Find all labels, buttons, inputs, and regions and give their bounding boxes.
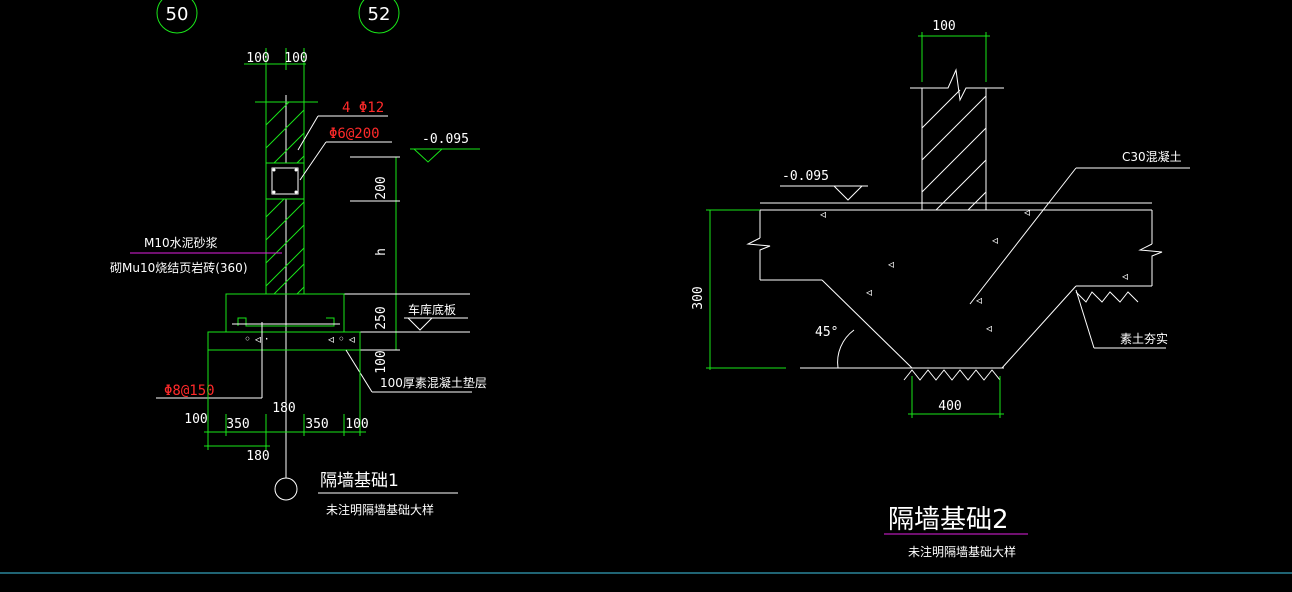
axis-bubble-52 bbox=[358, 0, 400, 34]
dim-h: h bbox=[374, 248, 389, 256]
d2-dim-400: 400 bbox=[938, 399, 961, 414]
dim-top-left: 100 bbox=[246, 51, 269, 66]
svg-text:◃: ◃ bbox=[1024, 205, 1030, 219]
stirrup-label: Φ6@200 bbox=[329, 126, 380, 142]
garage-floor-label: 车库底板 bbox=[408, 302, 456, 317]
detail2-subtitle: 未注明隔墙基础大样 bbox=[908, 544, 1016, 559]
dim-250: 250 bbox=[374, 306, 389, 329]
cushion-label: 100厚素混凝土垫层 bbox=[380, 375, 487, 390]
dim-bottom-100-left: 100 bbox=[184, 412, 207, 427]
axis-label-52: 52 bbox=[368, 4, 391, 25]
detail-1: 100 100 4 Φ12 Φ6@200 -0.095 200 bbox=[110, 48, 487, 517]
svg-text:◃: ◃ bbox=[986, 321, 992, 335]
dim-bottom-350-left: 350 bbox=[226, 417, 249, 432]
svg-text:◃: ◃ bbox=[976, 293, 982, 307]
dim-top-right: 100 bbox=[284, 51, 307, 66]
dim-180-lower: 180 bbox=[246, 449, 269, 464]
dim-200: 200 bbox=[374, 176, 389, 199]
detail2-title: 隔墙基础2 bbox=[888, 505, 1009, 535]
svg-text:◃: ◃ bbox=[888, 257, 894, 271]
d2-elevation-label: -0.095 bbox=[782, 169, 829, 184]
detail1-title: 隔墙基础1 bbox=[320, 471, 399, 491]
mortar-label: M10水泥砂浆 bbox=[144, 235, 218, 250]
d2-soil-label: 素土夯实 bbox=[1120, 331, 1168, 346]
svg-text:◃: ◃ bbox=[1122, 269, 1128, 283]
d2-dim-300: 300 bbox=[691, 286, 706, 309]
svg-text:◦ ◃ ·: ◦ ◃ · bbox=[244, 332, 269, 346]
d2-angle-arc bbox=[837, 329, 855, 369]
centerline-bubble bbox=[274, 477, 298, 501]
detail-2: 100 -0.095 ◃ ◃ ◃ ◃ ◃ ◃ ◃ ◃ C30混凝土 bbox=[691, 19, 1190, 559]
d2-dim-top: 100 bbox=[932, 19, 955, 34]
elevation-label: -0.095 bbox=[422, 132, 469, 147]
axis-label-50: 50 bbox=[166, 4, 189, 25]
brick-label: 砌Mu10烧结页岩砖(360) bbox=[110, 260, 248, 275]
dim-bottom-180: 180 bbox=[272, 401, 295, 416]
d2-footing bbox=[821, 279, 1077, 369]
bottom-bar-label: Φ8@150 bbox=[164, 383, 215, 399]
d2-angle: 45° bbox=[815, 325, 838, 340]
svg-text:◃: ◃ bbox=[866, 285, 872, 299]
rebar-main-label: 4 Φ12 bbox=[342, 100, 384, 116]
stirrup-box bbox=[271, 167, 299, 195]
d2-wall bbox=[910, 87, 1004, 211]
dim-100: 100 bbox=[374, 350, 389, 373]
svg-text:◃: ◃ bbox=[820, 207, 826, 221]
dim-bottom-350-right: 350 bbox=[305, 417, 328, 432]
cushion-layer bbox=[207, 331, 361, 351]
dim-bottom-100-right: 100 bbox=[345, 417, 368, 432]
svg-text:◃ ◦ ◃: ◃ ◦ ◃ bbox=[328, 332, 355, 346]
d2-concrete-label: C30混凝土 bbox=[1122, 149, 1182, 164]
axis-bubble-50 bbox=[156, 0, 198, 34]
detail1-subtitle: 未注明隔墙基础大样 bbox=[326, 502, 434, 517]
svg-text:◃: ◃ bbox=[992, 233, 998, 247]
